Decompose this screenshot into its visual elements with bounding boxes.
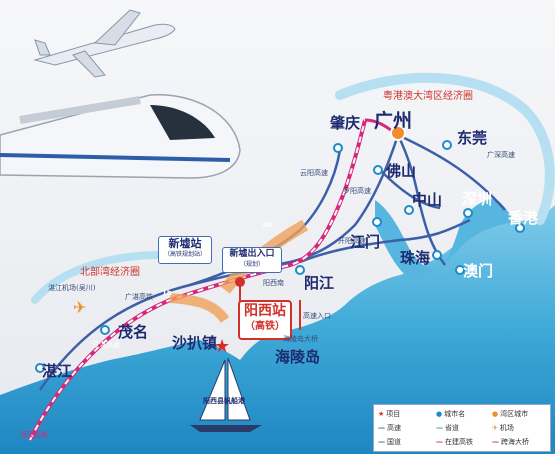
xincheng-exit-name: 新墟出入口 bbox=[229, 249, 275, 259]
road-label-maozhan: 茂湛高速 bbox=[92, 341, 120, 349]
sea-area bbox=[0, 205, 555, 454]
legend-highway-icon: — bbox=[378, 424, 385, 432]
legend-label-project: 项目 bbox=[386, 410, 401, 418]
zhongshan-dot bbox=[404, 205, 414, 215]
road-label-guangshen: 广深高速 bbox=[487, 151, 515, 159]
legend-bay-icon: ● bbox=[492, 410, 499, 418]
arrow-to-west bbox=[169, 293, 230, 324]
city-label-shenzhen: 深圳 bbox=[462, 190, 493, 208]
road-label-yangxinan: 阳西南 bbox=[263, 279, 284, 287]
legend-star-icon: ★ bbox=[378, 410, 385, 418]
legend-hsr-icon: — bbox=[436, 438, 443, 446]
city-label-guangzhou: 广州 bbox=[374, 110, 413, 132]
legend-label-city: 城市名 bbox=[444, 410, 466, 418]
city-label-maoming: 茂名 bbox=[118, 323, 149, 341]
city-dots bbox=[35, 125, 525, 373]
shenzhen-dot bbox=[463, 208, 473, 218]
yangxi-station-name: 阳西站 bbox=[244, 303, 286, 319]
macau-dot bbox=[455, 265, 465, 275]
legend-national-icon: — bbox=[378, 438, 385, 446]
legend-item-provincial: —省道 bbox=[436, 423, 459, 433]
legend-label-hsr: 在建高铁 bbox=[445, 438, 473, 446]
yangxi-station-callout: 阳西站 （高铁） bbox=[238, 300, 292, 340]
legend-airport-icon: ✈ bbox=[492, 424, 498, 432]
xincheng-station-name: 新墟站 bbox=[168, 237, 202, 250]
legend-label-provincial: 省道 bbox=[445, 424, 459, 432]
legend-label-highway: 高速 bbox=[387, 424, 401, 432]
map-legend: ★项目 ●城市名 ●湾区城市 —高速 —省道 ✈机场 —国道 —在建高铁 —跨海… bbox=[373, 404, 551, 452]
road-label-shenmao: 深茂高铁 bbox=[20, 431, 48, 439]
city-label-jiangmen: 江门 bbox=[350, 233, 381, 251]
legend-city-icon: ● bbox=[436, 410, 443, 418]
yangxi-station-sub: （高铁） bbox=[245, 321, 285, 332]
legend-item-bay: ●湾区城市 bbox=[492, 409, 528, 419]
city-label-zhanjiang: 湛江 bbox=[42, 362, 73, 380]
zhuhai-dot bbox=[432, 250, 442, 260]
road-label-luoyang: 罗阳高速 bbox=[343, 187, 371, 195]
bay-area-arc bbox=[335, 72, 555, 225]
road-label-wuchuan-airport: 湛江机场(吴川) bbox=[48, 284, 96, 292]
city-label-hailingdao: 海陵岛 bbox=[275, 348, 321, 366]
airport-icon: ✈ bbox=[73, 298, 86, 317]
road-label-gaoshang: 高速入口 bbox=[303, 312, 331, 320]
legend-label-bridge: 跨海大桥 bbox=[501, 438, 529, 446]
dongguan-dot bbox=[442, 140, 452, 150]
legend-item-hsr: —在建高铁 bbox=[436, 437, 473, 447]
zhaoqing-dot bbox=[333, 143, 343, 153]
road-label-yunyang: 云阳高速 bbox=[300, 169, 328, 177]
legend-provincial-icon: — bbox=[436, 424, 443, 432]
city-label-hongkong: 香港 bbox=[508, 209, 539, 227]
sailboat-illustration bbox=[190, 357, 262, 432]
legend-label-airport: 机场 bbox=[499, 424, 514, 432]
city-label-zhongshan: 中山 bbox=[412, 191, 443, 209]
yangjiang-dot bbox=[295, 265, 305, 275]
city-label-dongguan: 东莞 bbox=[457, 129, 488, 147]
airplane-illustration bbox=[33, 9, 176, 78]
legend-item-national: —国道 bbox=[378, 437, 401, 447]
xincheng-station-sub: （高铁规划站） bbox=[163, 251, 206, 258]
bay-area-zone-label: 粤港澳大湾区经济圈 bbox=[383, 91, 473, 102]
pearl-river-estuary bbox=[375, 198, 515, 280]
highway-zhuhai bbox=[396, 134, 447, 266]
train-illustration bbox=[0, 94, 241, 179]
dist-1h: 1h bbox=[162, 289, 172, 297]
city-label-macau: 澳门 bbox=[463, 262, 494, 280]
xincheng-station-callout: 新墟站 （高铁规划站） bbox=[158, 236, 212, 264]
maoming-dot bbox=[100, 325, 110, 335]
highway-foshan-east bbox=[379, 169, 441, 210]
legend-label-national: 国道 bbox=[387, 438, 401, 446]
legend-label-bay: 湾区城市 bbox=[500, 410, 529, 418]
city-label-zhuhai: 珠海 bbox=[400, 249, 431, 267]
beibu-arc bbox=[31, 251, 164, 304]
xincheng-exit-sub: （规划） bbox=[239, 261, 264, 268]
jiangmen-dot bbox=[372, 217, 382, 227]
dist-2h: 2h bbox=[262, 221, 272, 229]
road-label-haiyang: 海陵岛大桥 bbox=[283, 335, 318, 343]
legend-item-highway: —高速 bbox=[378, 423, 401, 433]
city-label-yangjiang: 阳江 bbox=[304, 274, 335, 292]
project-star-icon: ★ bbox=[214, 336, 230, 357]
road-label-guangzhan: 广湛高铁 bbox=[125, 293, 153, 301]
guangzhou-dot bbox=[390, 125, 406, 141]
legend-bridge-icon: — bbox=[492, 438, 499, 446]
city-label-zhaoqing: 肇庆 bbox=[330, 114, 361, 132]
city-label-shabazhen: 沙扒镇 bbox=[172, 334, 218, 352]
highway-guangshen bbox=[397, 133, 506, 211]
legend-item-airport: ✈机场 bbox=[492, 423, 514, 433]
xincheng-exit-callout: 新墟出入口 （规划） bbox=[222, 247, 282, 273]
foshan-dot bbox=[373, 165, 383, 175]
highway-kaiyang bbox=[299, 218, 471, 264]
city-label-foshan: 佛山 bbox=[386, 162, 417, 180]
hongkong-dot bbox=[515, 223, 525, 233]
legend-item-bridge: —跨海大桥 bbox=[492, 437, 529, 447]
legend-item-city: ●城市名 bbox=[436, 409, 465, 419]
zhanjiang-dot bbox=[35, 363, 45, 373]
legend-item-project: ★项目 bbox=[378, 409, 400, 419]
road-label-kaiyang: 开阳高速 bbox=[338, 237, 366, 245]
sailing-port-label: 阳西县帆船港 bbox=[203, 397, 245, 405]
beibu-zone-label: 北部湾经济圈 bbox=[80, 267, 140, 278]
